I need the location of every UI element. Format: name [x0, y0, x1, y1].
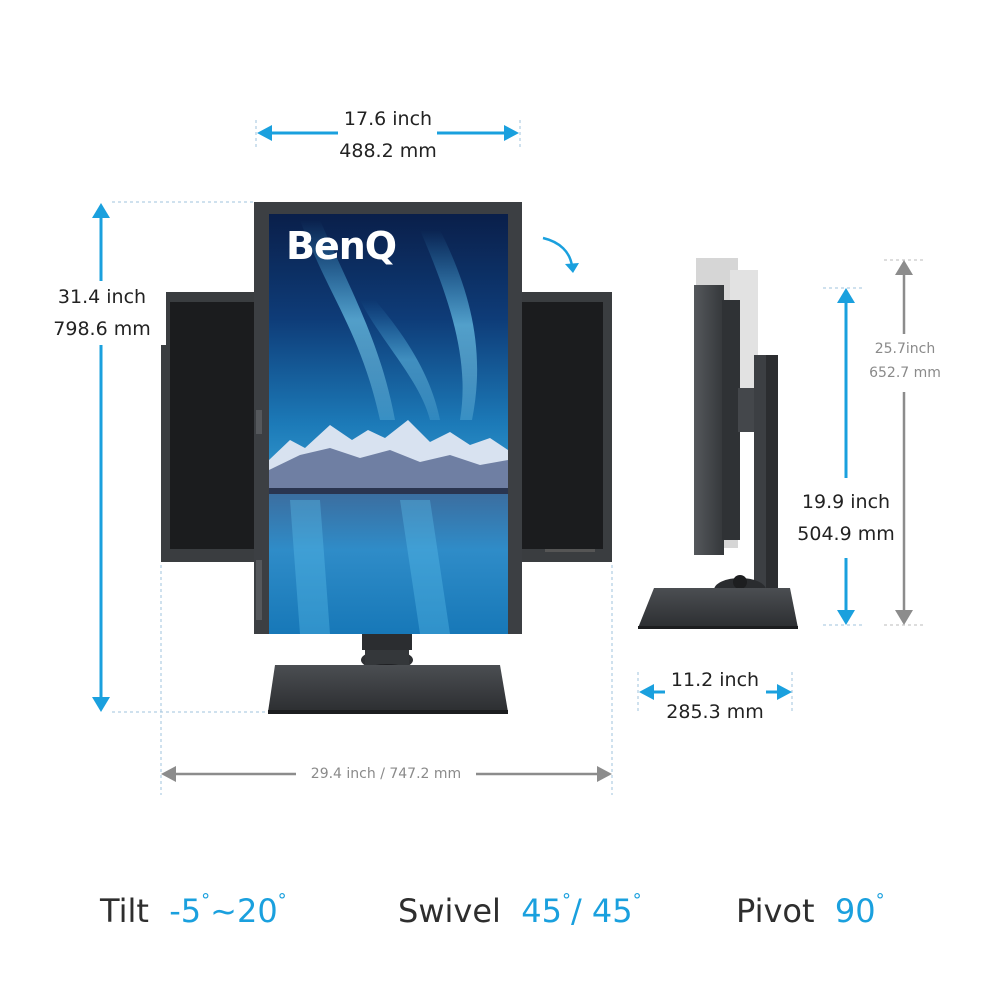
side-min-height-label: 19.9 inch 504.9 mm	[794, 486, 898, 550]
front-height-inch: 31.4 inch	[57, 286, 147, 308]
double-arrow-icon	[639, 684, 792, 700]
landscape-width-label: 29.4 inch / 747.2 mm	[296, 762, 476, 786]
side-min-height-mm: 504.9 mm	[797, 523, 895, 545]
front-width-label: 17.6 inch 488.2 mm	[318, 103, 458, 167]
spec-swivel: Swivel 45°/ 45°	[398, 890, 642, 930]
curved-arrow-icon	[542, 236, 579, 273]
front-width-mm: 488.2 mm	[339, 140, 437, 162]
double-arrow-icon	[161, 766, 612, 782]
side-min-height-inch: 19.9 inch	[801, 491, 891, 513]
side-max-height-inch: 25.7inch	[874, 341, 936, 357]
side-depth-mm: 285.3 mm	[666, 701, 764, 723]
side-max-height-label: 25.7inch 652.7 mm	[858, 337, 952, 385]
side-view-monitor	[638, 285, 798, 629]
side-depth-label: 11.2 inch 285.3 mm	[656, 664, 774, 728]
spec-pivot: Pivot 90°	[736, 890, 885, 930]
double-arrow-icon	[92, 203, 110, 712]
spec-pivot-value: 90°	[834, 890, 885, 930]
brand-logo: BenQ	[286, 224, 397, 268]
spec-tilt-label: Tilt	[100, 892, 149, 930]
side-depth-inch: 11.2 inch	[670, 669, 760, 691]
spec-swivel-label: Swivel	[398, 892, 501, 930]
monitor-stand	[268, 634, 508, 714]
double-arrow-icon	[823, 287, 862, 626]
spec-tilt-value: -5°~20°	[169, 890, 287, 930]
front-height-label: 31.4 inch 798.6 mm	[38, 281, 166, 345]
spec-swivel-value: 45°/ 45°	[521, 890, 642, 930]
double-arrow-icon	[257, 125, 519, 141]
double-arrow-icon	[884, 259, 925, 626]
side-max-height-mm: 652.7 mm	[869, 365, 941, 381]
portrait-monitor	[254, 202, 522, 634]
spec-tilt: Tilt -5°~20°	[100, 890, 287, 930]
spec-pivot-label: Pivot	[736, 892, 815, 930]
front-width-inch: 17.6 inch	[343, 108, 433, 130]
front-height-mm: 798.6 mm	[53, 318, 151, 340]
landscape-monitor-ghost	[161, 292, 612, 562]
